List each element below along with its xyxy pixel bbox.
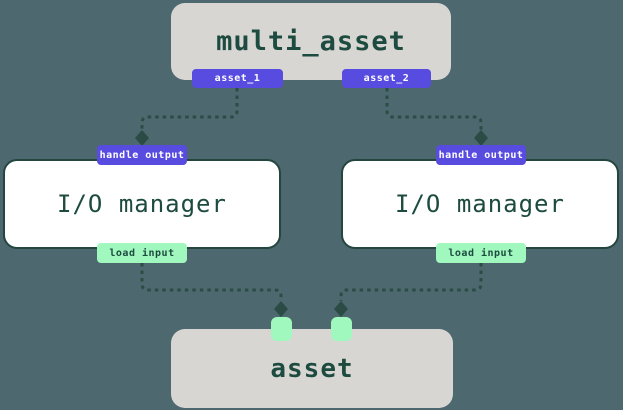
- handle-output-badge-right: handle output: [436, 145, 526, 165]
- load-input-right-label: load input: [448, 247, 514, 259]
- handle-output-left-label: handle output: [99, 149, 185, 161]
- asset-label: asset: [270, 353, 354, 384]
- diamond-arrowhead-left-top: [135, 130, 149, 146]
- load-input-left-label: load input: [109, 247, 175, 259]
- io-manager-left-label: I/O manager: [57, 190, 227, 218]
- io-manager-right-label: I/O manager: [395, 190, 565, 218]
- multi-asset-node: multi_asset: [171, 3, 451, 80]
- edge-asset2-to-handle-output: [385, 88, 483, 130]
- asset-input-port-left: [271, 317, 292, 341]
- diamond-arrowhead-right-top: [474, 130, 488, 146]
- edge-load-input-right-to-asset: [339, 263, 483, 301]
- asset-2-output-badge: asset_2: [342, 69, 431, 88]
- handle-output-badge-left: handle output: [97, 145, 187, 165]
- diamond-arrowhead-right-bottom: [334, 301, 348, 317]
- asset-1-badge-label: asset_1: [214, 73, 261, 84]
- load-input-badge-right: load input: [436, 243, 526, 263]
- asset-2-badge-label: asset_2: [363, 73, 410, 84]
- diamond-arrowhead-left-bottom: [274, 301, 288, 317]
- multi-asset-label: multi_asset: [216, 26, 406, 57]
- handle-output-right-label: handle output: [438, 149, 524, 161]
- edge-load-input-left-to-asset: [140, 263, 283, 301]
- edge-asset1-to-handle-output: [140, 88, 239, 130]
- load-input-badge-left: load input: [97, 243, 187, 263]
- asset-node: asset: [171, 329, 453, 408]
- asset-input-port-right: [331, 317, 352, 341]
- asset-1-output-badge: asset_1: [192, 69, 283, 88]
- io-manager-node-left: I/O manager: [3, 159, 281, 249]
